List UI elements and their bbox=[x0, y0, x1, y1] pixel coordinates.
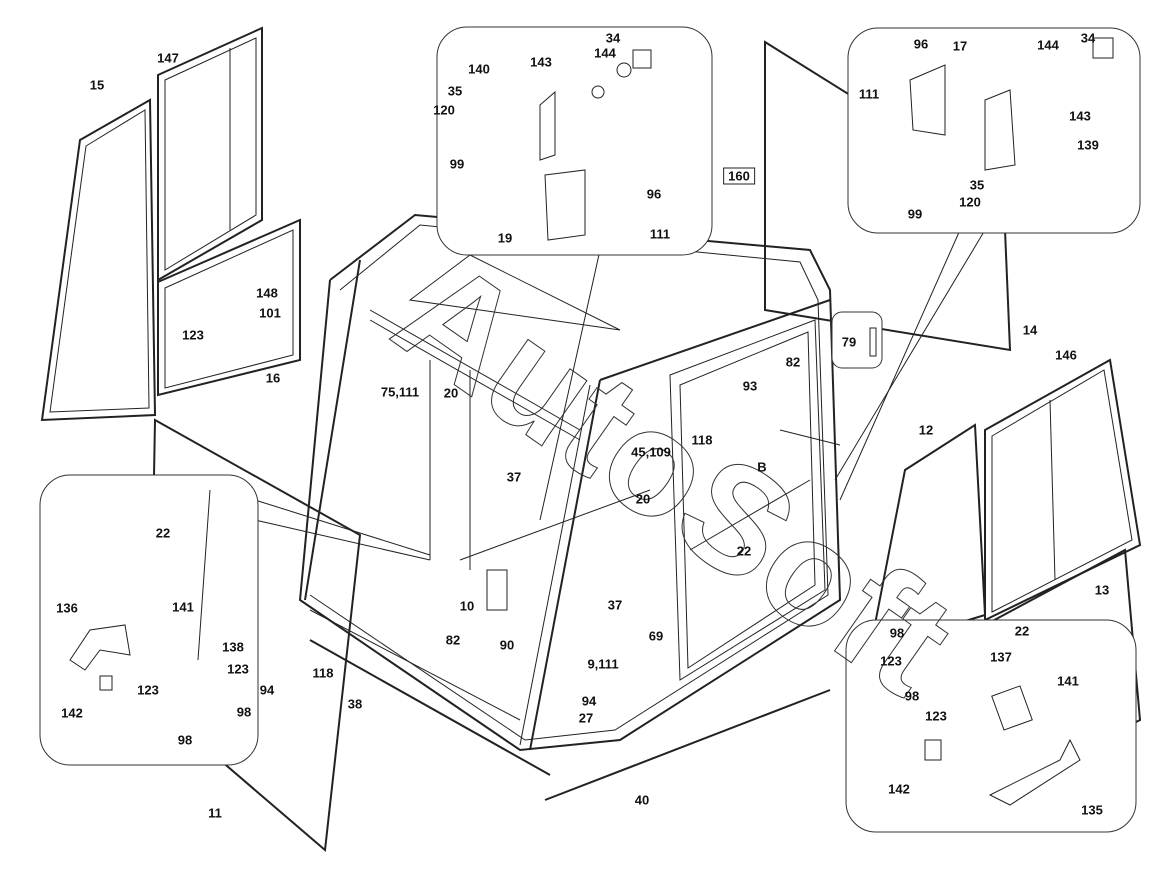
part-label: 143 bbox=[530, 54, 552, 70]
part-label: 123 bbox=[227, 661, 249, 677]
part-label: 82 bbox=[785, 354, 801, 370]
part-label: 37 bbox=[506, 469, 522, 485]
door-panel-16 bbox=[157, 218, 301, 397]
part-label: 79 bbox=[841, 334, 857, 350]
part-label: 35 bbox=[969, 177, 985, 193]
reference-box-label: 160 bbox=[723, 167, 755, 185]
part-label: 27 bbox=[578, 710, 594, 726]
part-label: 20 bbox=[635, 491, 651, 507]
part-label: 98 bbox=[904, 688, 920, 704]
part-label: 144 bbox=[594, 45, 616, 61]
part-label: B bbox=[757, 459, 767, 475]
part-label: 20 bbox=[443, 385, 459, 401]
callout-bubble-79 bbox=[831, 311, 883, 369]
part-label: 11 bbox=[208, 805, 222, 821]
part-label: 82 bbox=[445, 632, 461, 648]
callout-bubble-top-center bbox=[408, 26, 713, 521]
glass-panel-12 bbox=[868, 423, 987, 652]
part-label: 93 bbox=[742, 378, 758, 394]
cab-frame bbox=[298, 213, 842, 801]
part-label: 123 bbox=[925, 708, 947, 724]
part-label: 16 bbox=[265, 370, 281, 386]
part-label: 75,111 bbox=[380, 384, 420, 400]
part-label: 140 bbox=[468, 61, 490, 77]
part-label: 15 bbox=[89, 77, 105, 93]
part-label: 123 bbox=[880, 653, 902, 669]
callout-bubble-bottom-left bbox=[39, 474, 431, 766]
part-label: 35 bbox=[447, 83, 463, 99]
part-label: 135 bbox=[1081, 802, 1103, 818]
part-label: 137 bbox=[990, 649, 1012, 665]
part-label: 34 bbox=[1080, 30, 1096, 46]
part-label: 111 bbox=[649, 226, 671, 242]
callout-bubble-bottom-right bbox=[845, 619, 1137, 833]
part-label: 120 bbox=[433, 102, 455, 118]
part-label: 96 bbox=[913, 36, 929, 52]
part-label: 37 bbox=[607, 597, 623, 613]
glass-panel-14 bbox=[764, 40, 1012, 352]
part-label: 142 bbox=[888, 781, 910, 797]
part-label: 22 bbox=[736, 543, 752, 559]
part-label: 146 bbox=[1055, 347, 1077, 363]
part-label: 139 bbox=[1077, 137, 1099, 153]
part-label: 94 bbox=[259, 682, 275, 698]
part-label: 22 bbox=[1014, 623, 1030, 639]
part-label: 141 bbox=[1057, 673, 1079, 689]
part-label: 111 bbox=[858, 86, 880, 102]
part-label: 10 bbox=[459, 598, 475, 614]
part-label: 144 bbox=[1037, 37, 1059, 53]
part-label: 136 bbox=[56, 600, 78, 616]
part-label: 138 bbox=[222, 639, 244, 655]
part-label: 142 bbox=[61, 705, 83, 721]
part-label: 69 bbox=[648, 628, 664, 644]
part-label: 34 bbox=[605, 30, 621, 46]
part-label: 45,109 bbox=[631, 444, 671, 460]
part-label: 123 bbox=[182, 327, 204, 343]
part-label: 118 bbox=[312, 665, 334, 681]
callout-bubble-top-right bbox=[834, 27, 1141, 501]
part-label: 22 bbox=[155, 525, 171, 541]
part-label: 101 bbox=[259, 305, 281, 321]
part-label: 118 bbox=[691, 432, 713, 448]
part-label: 9,111 bbox=[587, 656, 619, 672]
part-label: 98 bbox=[889, 625, 905, 641]
part-label: 94 bbox=[581, 693, 597, 709]
part-label: 98 bbox=[177, 732, 193, 748]
part-label: 12 bbox=[918, 422, 934, 438]
glass-panel-146 bbox=[984, 358, 1142, 622]
part-label: 98 bbox=[236, 704, 252, 720]
part-label: 96 bbox=[646, 186, 662, 202]
part-label: 123 bbox=[137, 682, 159, 698]
part-label: 120 bbox=[959, 194, 981, 210]
part-label: 147 bbox=[157, 50, 179, 66]
part-label: 141 bbox=[172, 599, 194, 615]
watermark: AutoSoft bbox=[368, 226, 983, 727]
part-label: 17 bbox=[952, 38, 968, 54]
glass-panel-147 bbox=[157, 26, 263, 282]
part-label: 143 bbox=[1069, 108, 1091, 124]
part-label: 19 bbox=[497, 230, 513, 246]
part-label: 40 bbox=[634, 792, 650, 808]
part-label: 14 bbox=[1022, 322, 1038, 338]
part-label: 99 bbox=[449, 156, 465, 172]
part-label: 38 bbox=[347, 696, 363, 712]
part-label: 13 bbox=[1094, 582, 1110, 598]
part-label: 148 bbox=[256, 285, 278, 301]
part-label: 90 bbox=[499, 637, 515, 653]
part-label: 99 bbox=[907, 206, 923, 222]
glass-panel-15 bbox=[40, 98, 157, 422]
